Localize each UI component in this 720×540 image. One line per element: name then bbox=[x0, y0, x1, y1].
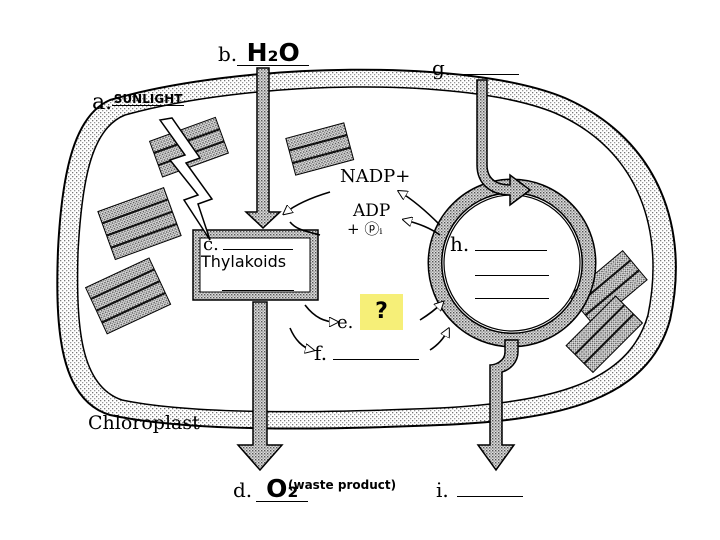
label-c: c. bbox=[203, 236, 293, 254]
central-thylakoid-stack bbox=[192, 229, 319, 301]
label-h: h. bbox=[450, 232, 548, 256]
calvin-cycle-ring bbox=[427, 178, 597, 348]
label-c-answer: Thylakoids bbox=[201, 252, 287, 271]
water-input-arrow bbox=[244, 67, 282, 230]
label-b: b.H₂O bbox=[218, 40, 310, 66]
label-e-answer[interactable]: ? bbox=[360, 294, 403, 330]
label-c-second-line bbox=[222, 290, 294, 291]
label-e: e. bbox=[337, 314, 353, 332]
thylakoid-stack-left-middle bbox=[97, 187, 182, 261]
adp-label: ADP bbox=[353, 201, 391, 221]
label-a-answer[interactable]: SUNLIGHT bbox=[112, 92, 185, 106]
label-f: f. bbox=[314, 341, 420, 365]
label-f-blank[interactable] bbox=[333, 359, 420, 360]
label-d-letter: d. bbox=[233, 478, 253, 502]
thylakoid-stack-right-lower bbox=[565, 295, 644, 374]
cycle-arrows bbox=[285, 192, 448, 350]
sugar-output-arrow bbox=[476, 339, 519, 472]
carbon-dioxide-input-arrow bbox=[476, 79, 532, 207]
label-c-blank[interactable] bbox=[222, 249, 293, 250]
label-a: a.SUNLIGHT bbox=[92, 90, 185, 115]
label-h-blank-1[interactable] bbox=[475, 250, 548, 251]
label-d: d.O₂ bbox=[233, 476, 309, 502]
label-a-letter: a. bbox=[92, 90, 113, 115]
label-i-blank[interactable] bbox=[456, 496, 523, 497]
label-g-letter: g. bbox=[432, 56, 452, 80]
oxygen-output-arrow bbox=[236, 301, 284, 472]
label-b-answer[interactable]: H₂O bbox=[237, 40, 310, 66]
nadp-label: NADP+ bbox=[340, 166, 411, 187]
label-h-letter: h. bbox=[450, 232, 470, 256]
label-i-letter: i. bbox=[436, 478, 449, 502]
label-d-note: (waste product) bbox=[288, 478, 397, 492]
label-e-letter: e. bbox=[337, 312, 354, 333]
sunlight-bolt-icon bbox=[158, 117, 214, 241]
label-c-letter: c. bbox=[203, 234, 219, 255]
label-g-blank[interactable] bbox=[459, 74, 520, 75]
thylakoid-stack-upper-mid bbox=[285, 122, 355, 176]
organelle-caption: Chloroplast bbox=[88, 412, 200, 434]
phosphate-label: + ⓟᵢ bbox=[347, 220, 383, 238]
label-f-letter: f. bbox=[314, 341, 328, 365]
thylakoid-stack-left-lower bbox=[84, 257, 172, 335]
label-d-answer[interactable]: O₂ bbox=[256, 476, 309, 502]
label-i: i. bbox=[436, 480, 523, 500]
label-b-letter: b. bbox=[218, 42, 238, 66]
label-h-blank-2[interactable] bbox=[475, 275, 549, 276]
label-h-blank-3[interactable] bbox=[475, 298, 549, 299]
label-g: g. bbox=[432, 56, 520, 80]
